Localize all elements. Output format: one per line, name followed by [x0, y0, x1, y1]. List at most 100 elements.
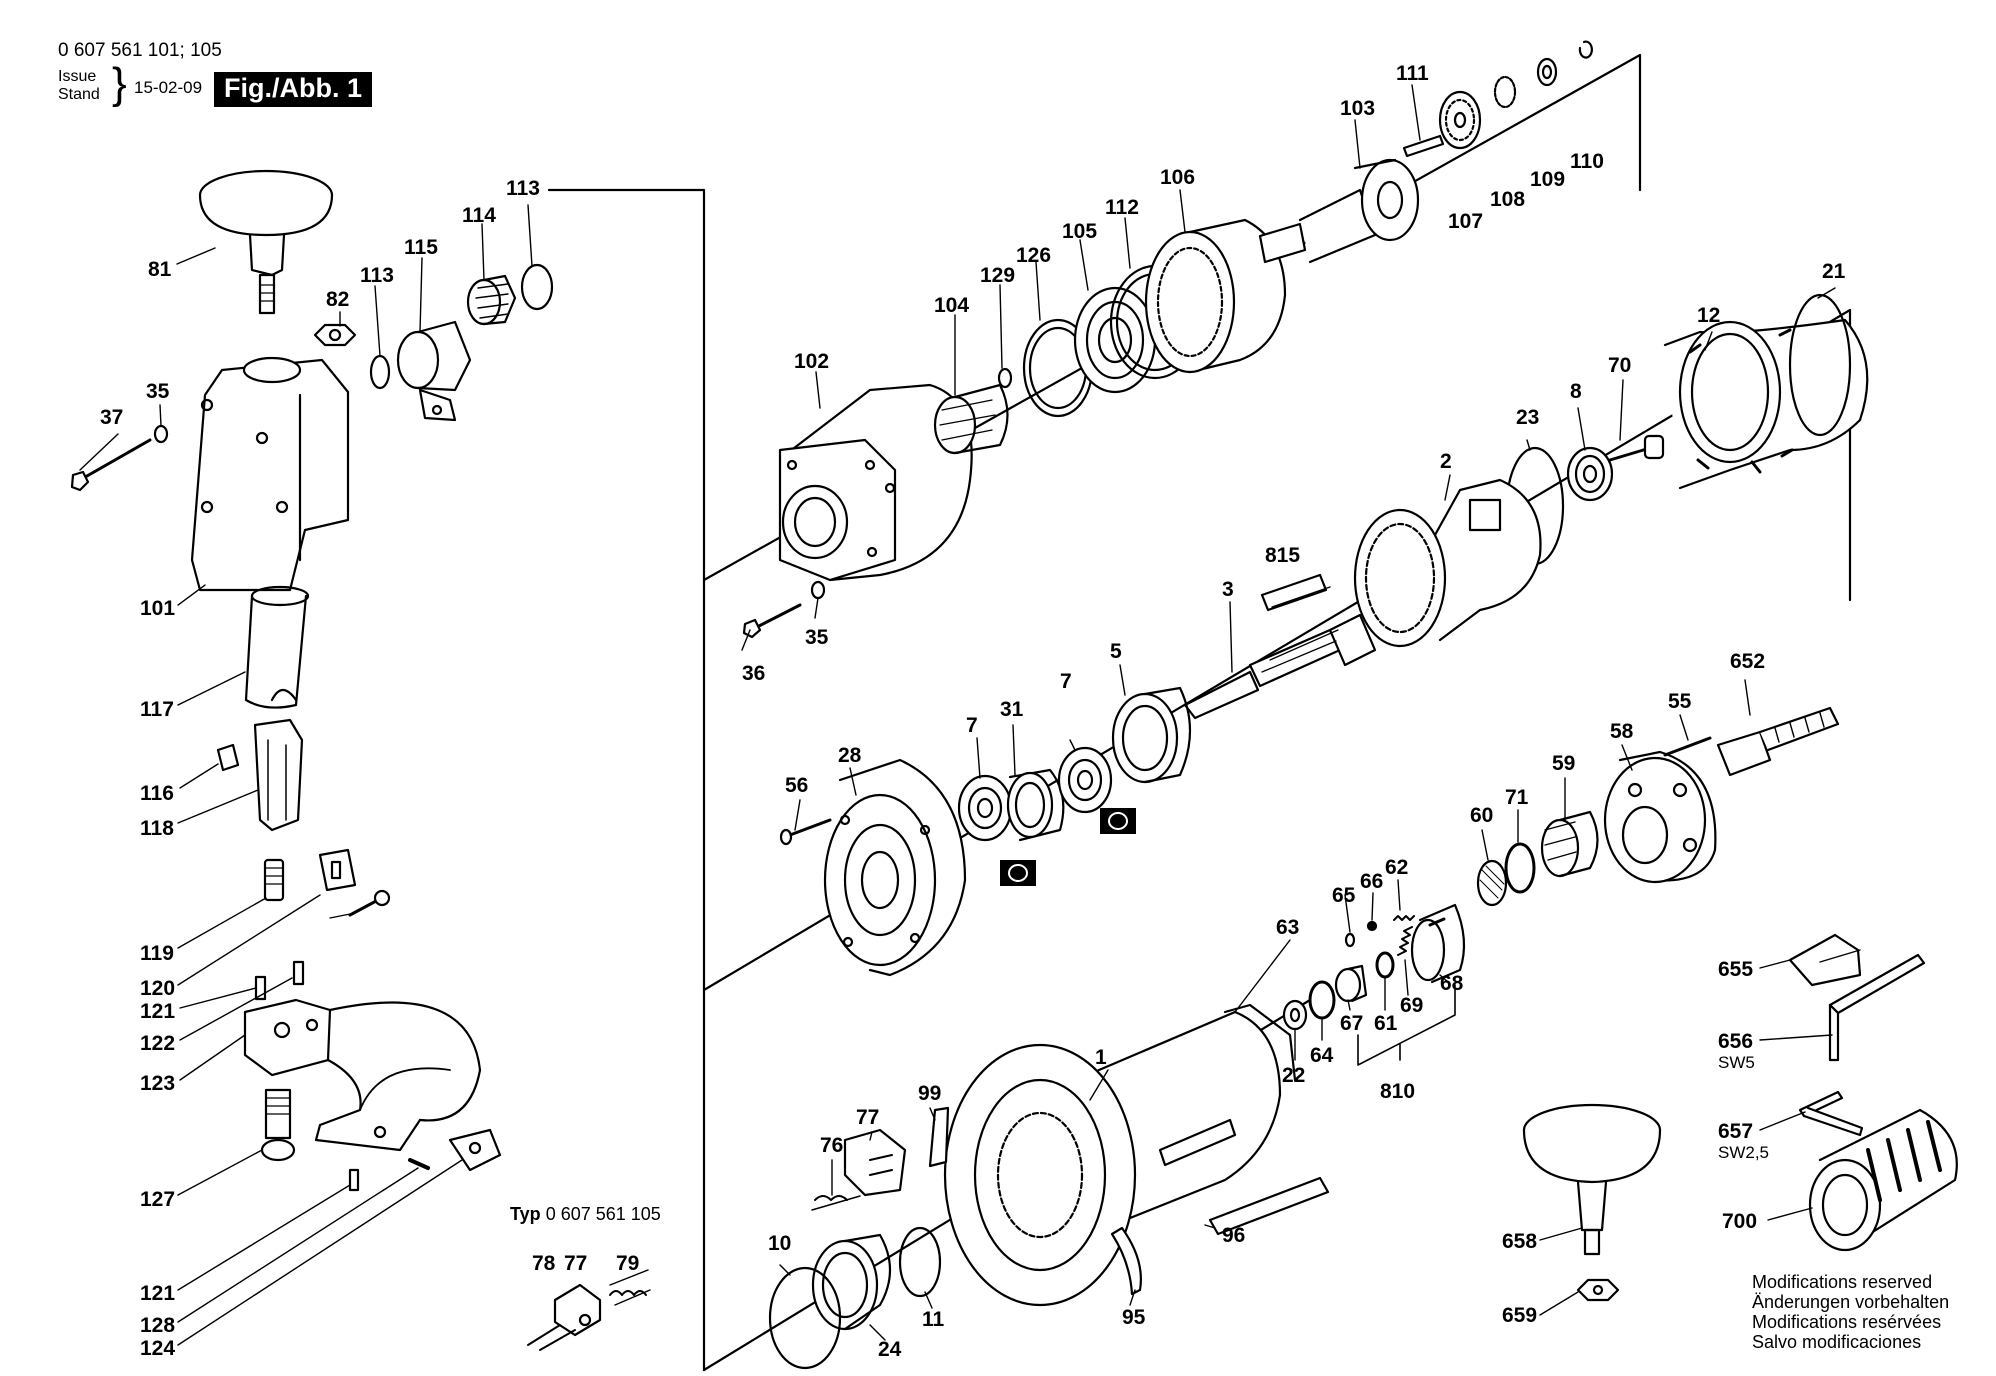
label-8: 8 — [1570, 380, 1582, 403]
label-11: 11 — [922, 1308, 945, 1331]
ring-gear-106 — [1144, 218, 1287, 374]
gasket-99 — [928, 1106, 950, 1168]
label-103: 103 — [1340, 97, 1375, 120]
end-plate-5 — [1111, 686, 1192, 784]
mod-de: Änderungen vorbehalten — [1752, 1292, 1950, 1312]
o-ring-10 — [768, 1266, 842, 1370]
figure-badge: Fig./Abb. 1 — [214, 72, 372, 107]
bushing-115 — [396, 320, 472, 422]
label-115: 115 — [404, 236, 438, 259]
leaders-low — [779, 679, 1751, 1341]
label-66: 66 — [1360, 870, 1383, 893]
mod-en: Modifications reserved — [1752, 1272, 1933, 1292]
bracket-810 — [1357, 984, 1456, 1066]
spring-69 — [1397, 926, 1413, 956]
stand-label: Stand — [58, 86, 100, 103]
label-37: 37 — [100, 406, 123, 429]
muffler-700 — [1808, 1108, 1958, 1252]
label-108: 108 — [1490, 188, 1525, 211]
label-55: 55 — [1668, 690, 1692, 713]
leaders-accessories — [1539, 959, 1833, 1316]
clip-110 — [1578, 40, 1593, 59]
valve-seat-68 — [1410, 903, 1466, 984]
typ-label: Typ 0 607 561 105 — [510, 1204, 661, 1225]
o-ring-21 — [1788, 293, 1852, 437]
brace-glyph: } — [112, 59, 127, 108]
frame-mid — [702, 308, 1852, 992]
hex-key-657 — [1798, 1090, 1864, 1137]
screw-70 — [1608, 434, 1665, 462]
label-78: 78 — [532, 1252, 556, 1275]
label-71: 71 — [1505, 786, 1529, 809]
plate-120 — [318, 848, 357, 892]
exhaust-cap-24 — [811, 1233, 891, 1331]
bearing-7b — [1057, 746, 1113, 814]
label-82: 82 — [326, 288, 349, 311]
label-77b: 77 — [856, 1106, 879, 1129]
label-2: 2 — [1440, 450, 1452, 473]
ring-129 — [997, 367, 1013, 389]
document-number: 0 607 561 101; 105 — [58, 40, 222, 61]
label-122: 122 — [140, 1032, 175, 1055]
issue-date: 15-02-09 — [134, 78, 203, 97]
cutter-blade-124 — [448, 1128, 502, 1172]
label-36: 36 — [742, 662, 765, 685]
washer-109 — [1536, 57, 1558, 87]
label-99: 99 — [918, 1082, 941, 1105]
label-7b: 7 — [1060, 670, 1072, 693]
bearing-7a — [957, 774, 1013, 842]
washer-35a — [153, 424, 169, 444]
label-111: 111 — [1396, 62, 1429, 85]
hose-fitting-652 — [1716, 706, 1840, 777]
cutter-frame-123 — [243, 998, 482, 1152]
o-ring-11 — [898, 1226, 942, 1298]
label-23: 23 — [1516, 406, 1539, 429]
label-105: 105 — [1062, 220, 1097, 243]
sleeve-117 — [244, 585, 310, 709]
knob-658 — [1522, 1103, 1662, 1256]
washer-35b — [810, 580, 826, 600]
label-119: 119 — [140, 942, 174, 965]
cover-58 — [1603, 750, 1717, 884]
label-113a: 113 — [360, 264, 394, 287]
mod-fr: Modifications resérvées — [1752, 1312, 1942, 1332]
nut-659 — [1576, 1278, 1620, 1302]
label-106: 106 — [1160, 166, 1195, 189]
label-61: 61 — [1374, 1012, 1398, 1035]
typ-prefix: Typ — [510, 1204, 541, 1224]
screw-37 — [70, 438, 152, 492]
screw-55 — [1663, 736, 1712, 757]
label-655: 655 — [1718, 958, 1753, 981]
screw-56 — [779, 818, 832, 846]
label-10: 10 — [768, 1232, 791, 1255]
label-118: 118 — [140, 817, 174, 840]
label-120: 120 — [140, 977, 175, 1000]
pin-111 — [1402, 134, 1445, 158]
label-5: 5 — [1110, 640, 1122, 663]
label-3: 3 — [1222, 578, 1234, 601]
leaders-mid — [794, 287, 1836, 831]
label-69: 69 — [1400, 994, 1423, 1017]
label-28: 28 — [838, 744, 862, 767]
label-113b: 113 — [506, 177, 540, 200]
filter-screen-60 — [1476, 859, 1508, 907]
switch-assembly-78-77-79 — [527, 1269, 651, 1351]
screw-small-120 — [348, 889, 391, 917]
issue-stand-label: Issue Stand — [58, 68, 100, 104]
label-76: 76 — [820, 1134, 843, 1157]
label-96: 96 — [1222, 1224, 1245, 1247]
label-68: 68 — [1440, 972, 1464, 995]
end-plate-28 — [823, 758, 967, 977]
label-62: 62 — [1385, 856, 1408, 879]
spacer-31 — [1006, 768, 1065, 842]
label-658: 658 — [1502, 1230, 1537, 1253]
label-101: 101 — [140, 597, 175, 620]
head-housing-101 — [190, 356, 350, 592]
label-79: 79 — [616, 1252, 639, 1275]
label-109: 109 — [1530, 168, 1565, 191]
label-126: 126 — [1016, 244, 1051, 267]
needle-bearing-114 — [466, 274, 517, 326]
label-116: 116 — [140, 782, 174, 805]
spindle-103 — [1258, 158, 1420, 264]
